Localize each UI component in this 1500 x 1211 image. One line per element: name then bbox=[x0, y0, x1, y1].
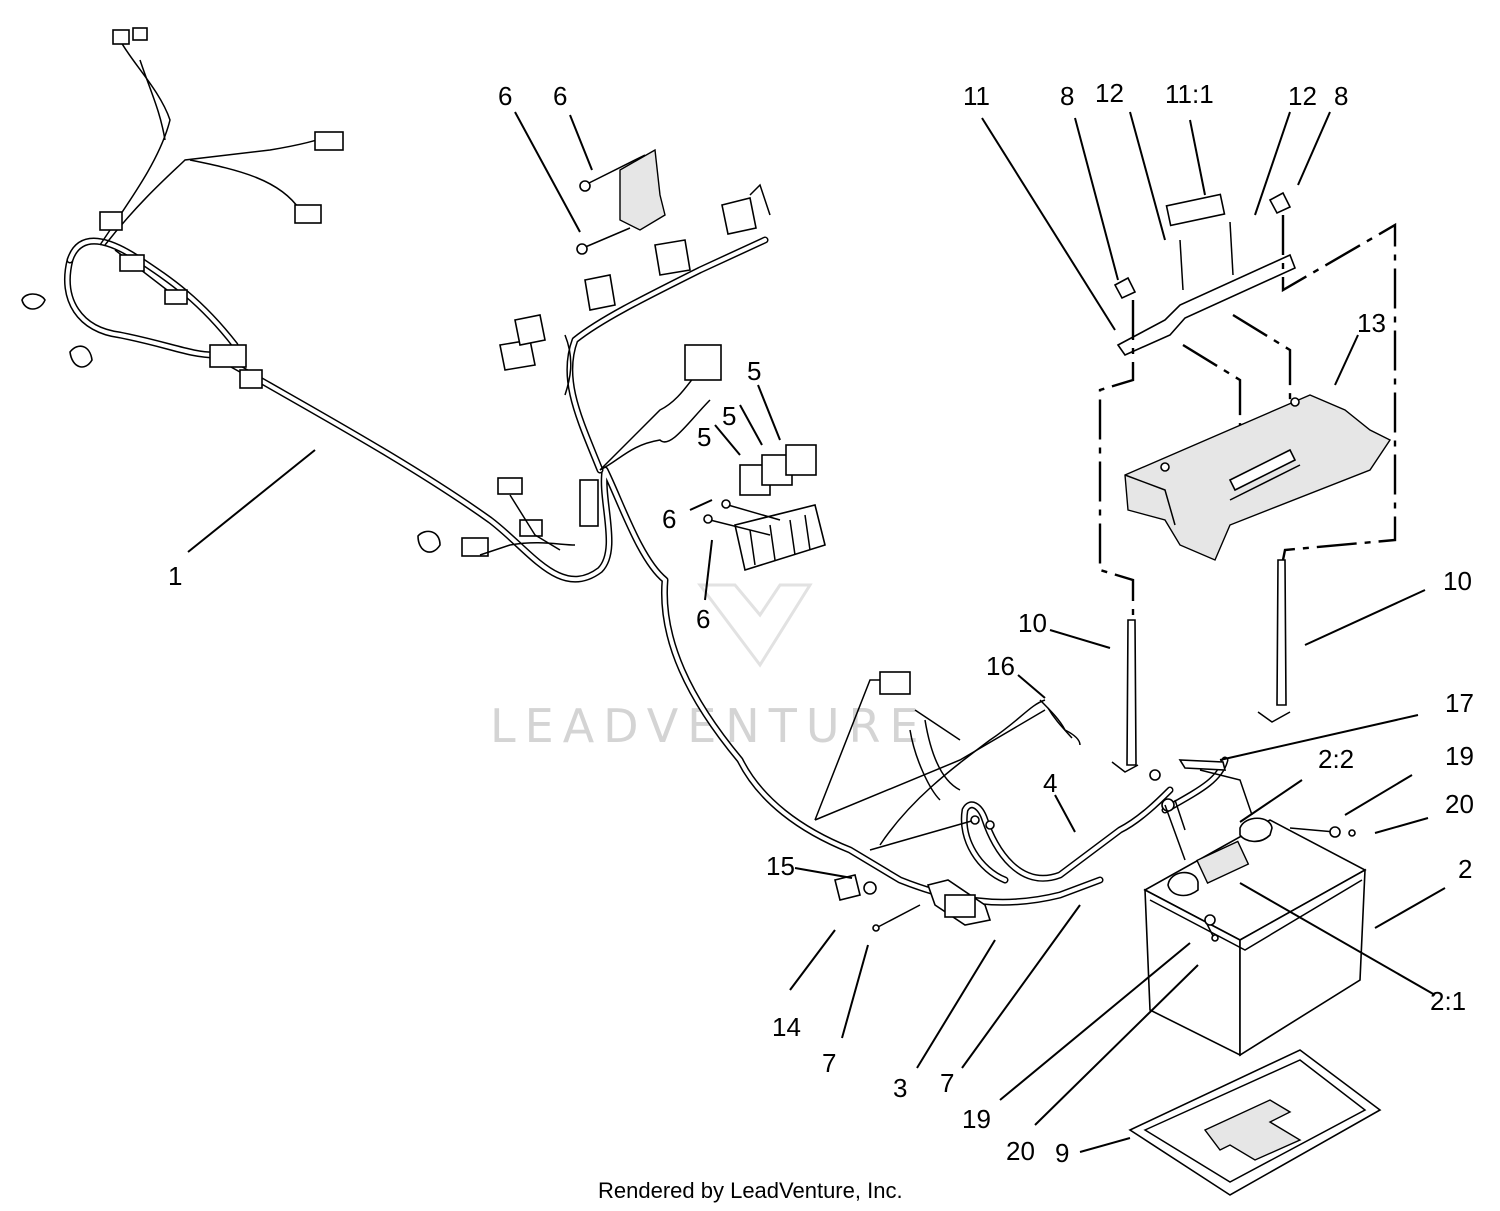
callout-20: 20 bbox=[1445, 789, 1474, 819]
callout-5: 5 bbox=[747, 356, 761, 386]
main-wire-harness bbox=[21, 27, 1104, 906]
callout-4: 4 bbox=[1043, 768, 1057, 798]
callout-8: 8 bbox=[1060, 81, 1074, 111]
callout-13: 13 bbox=[1357, 308, 1386, 338]
leader-lines bbox=[187, 111, 1446, 1153]
callout-2-1: 2:1 bbox=[1430, 986, 1466, 1016]
callout-1: 1 bbox=[168, 561, 182, 591]
callout-6: 6 bbox=[662, 504, 676, 534]
callout-20: 20 bbox=[1006, 1136, 1035, 1166]
callout-2-2: 2:2 bbox=[1318, 744, 1354, 774]
callout-11-1: 11:1 bbox=[1165, 79, 1214, 109]
callout-7: 7 bbox=[822, 1048, 836, 1078]
callout-19: 19 bbox=[1445, 741, 1474, 771]
lower-cables bbox=[814, 671, 1253, 932]
callout-8: 8 bbox=[1334, 81, 1348, 111]
callout-9: 9 bbox=[1055, 1138, 1069, 1168]
callout-5: 5 bbox=[697, 422, 711, 452]
callout-17: 17 bbox=[1445, 688, 1474, 718]
battery bbox=[1143, 817, 1367, 1057]
hold-down-rods bbox=[1111, 559, 1291, 773]
watermark-text: LEADVENTURE bbox=[490, 699, 928, 753]
callout-6: 6 bbox=[498, 81, 512, 111]
callout-6: 6 bbox=[696, 604, 710, 634]
battery-tray bbox=[1128, 1049, 1382, 1196]
callout-15: 15 bbox=[766, 851, 795, 881]
battery-cover bbox=[1124, 394, 1392, 561]
callout-7: 7 bbox=[940, 1068, 954, 1098]
callout-14: 14 bbox=[772, 1012, 801, 1042]
callout-labels: 1 6 6 5 5 5 6 6 11 8 12 11:1 12 8 13 10 … bbox=[168, 78, 1474, 1168]
callout-3: 3 bbox=[893, 1073, 907, 1103]
callout-10: 10 bbox=[1443, 566, 1472, 596]
callout-12: 12 bbox=[1095, 78, 1124, 108]
callout-10: 10 bbox=[1018, 608, 1047, 638]
callout-16: 16 bbox=[986, 651, 1015, 681]
callout-2: 2 bbox=[1458, 854, 1472, 884]
callout-19: 19 bbox=[962, 1104, 991, 1134]
callout-12: 12 bbox=[1288, 81, 1317, 111]
callout-6: 6 bbox=[553, 81, 567, 111]
callout-11: 11 bbox=[963, 81, 990, 111]
upper-branch-harness bbox=[499, 183, 771, 527]
relay-bracket-upper bbox=[576, 148, 666, 255]
render-credit: Rendered by LeadVenture, Inc. bbox=[598, 1178, 903, 1203]
callout-5: 5 bbox=[722, 401, 736, 431]
relays-and-fuse-block bbox=[703, 444, 826, 572]
battery-hold-down bbox=[1098, 191, 1397, 620]
